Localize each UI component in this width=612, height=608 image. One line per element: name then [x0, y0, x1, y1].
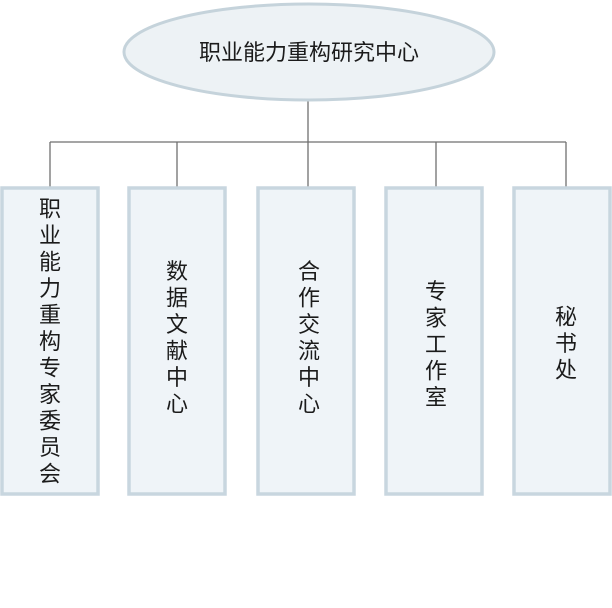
label-char: 秘 — [555, 306, 577, 331]
department-box-3 — [256, 186, 356, 496]
label-char: 中 — [166, 366, 188, 391]
department-node-5: 秘书处 — [512, 186, 612, 496]
root-label: 职业能力重构研究中心 — [199, 41, 419, 66]
label-char: 合 — [298, 260, 320, 285]
label-char: 心 — [166, 392, 188, 417]
connectors — [49, 100, 567, 188]
label-char: 会 — [39, 463, 61, 488]
department-node-4: 专家工作室 — [384, 186, 484, 496]
label-char: 能 — [39, 251, 61, 276]
label-char: 交 — [298, 313, 320, 338]
label-char: 职 — [39, 198, 61, 223]
label-char: 重 — [39, 304, 61, 329]
department-label-2: 数据文献中心 — [166, 260, 188, 418]
label-char: 作 — [425, 360, 447, 385]
department-label-3: 合作交流中心 — [298, 260, 320, 418]
department-box-1 — [0, 186, 100, 496]
department-label-5: 秘书处 — [555, 306, 577, 384]
label-char: 流 — [298, 339, 320, 364]
label-char: 员 — [39, 436, 61, 461]
department-node-2: 数据文献中心 — [127, 186, 227, 496]
label-char: 业 — [39, 224, 61, 249]
label-char: 委 — [39, 410, 61, 435]
department-box-4 — [384, 186, 484, 496]
label-char: 力 — [39, 277, 61, 302]
label-char: 献 — [166, 339, 188, 364]
label-char: 家 — [425, 307, 447, 332]
root-node: 职业能力重构研究中心 — [122, 2, 496, 102]
label-char: 中 — [298, 366, 320, 391]
department-label-4: 专家工作室 — [425, 280, 447, 411]
label-char: 书 — [555, 332, 577, 357]
label-char: 作 — [298, 286, 320, 311]
department-box-5 — [512, 186, 612, 496]
department-label-1: 职业能力重构专家委员会 — [39, 198, 61, 488]
label-char: 心 — [298, 392, 320, 417]
label-char: 专 — [425, 280, 447, 305]
label-char: 数 — [166, 260, 188, 285]
label-char: 文 — [166, 313, 188, 338]
root-ellipse — [122, 2, 496, 102]
label-char: 家 — [39, 383, 61, 408]
department-box-2 — [127, 186, 227, 496]
label-char: 室 — [425, 386, 447, 411]
label-char: 据 — [166, 286, 188, 311]
label-char: 工 — [425, 333, 447, 358]
label-char: 专 — [39, 357, 61, 382]
label-char: 处 — [555, 359, 577, 384]
department-node-1: 职业能力重构专家委员会 — [0, 186, 100, 496]
department-node-3: 合作交流中心 — [256, 186, 356, 496]
label-char: 构 — [39, 330, 61, 355]
